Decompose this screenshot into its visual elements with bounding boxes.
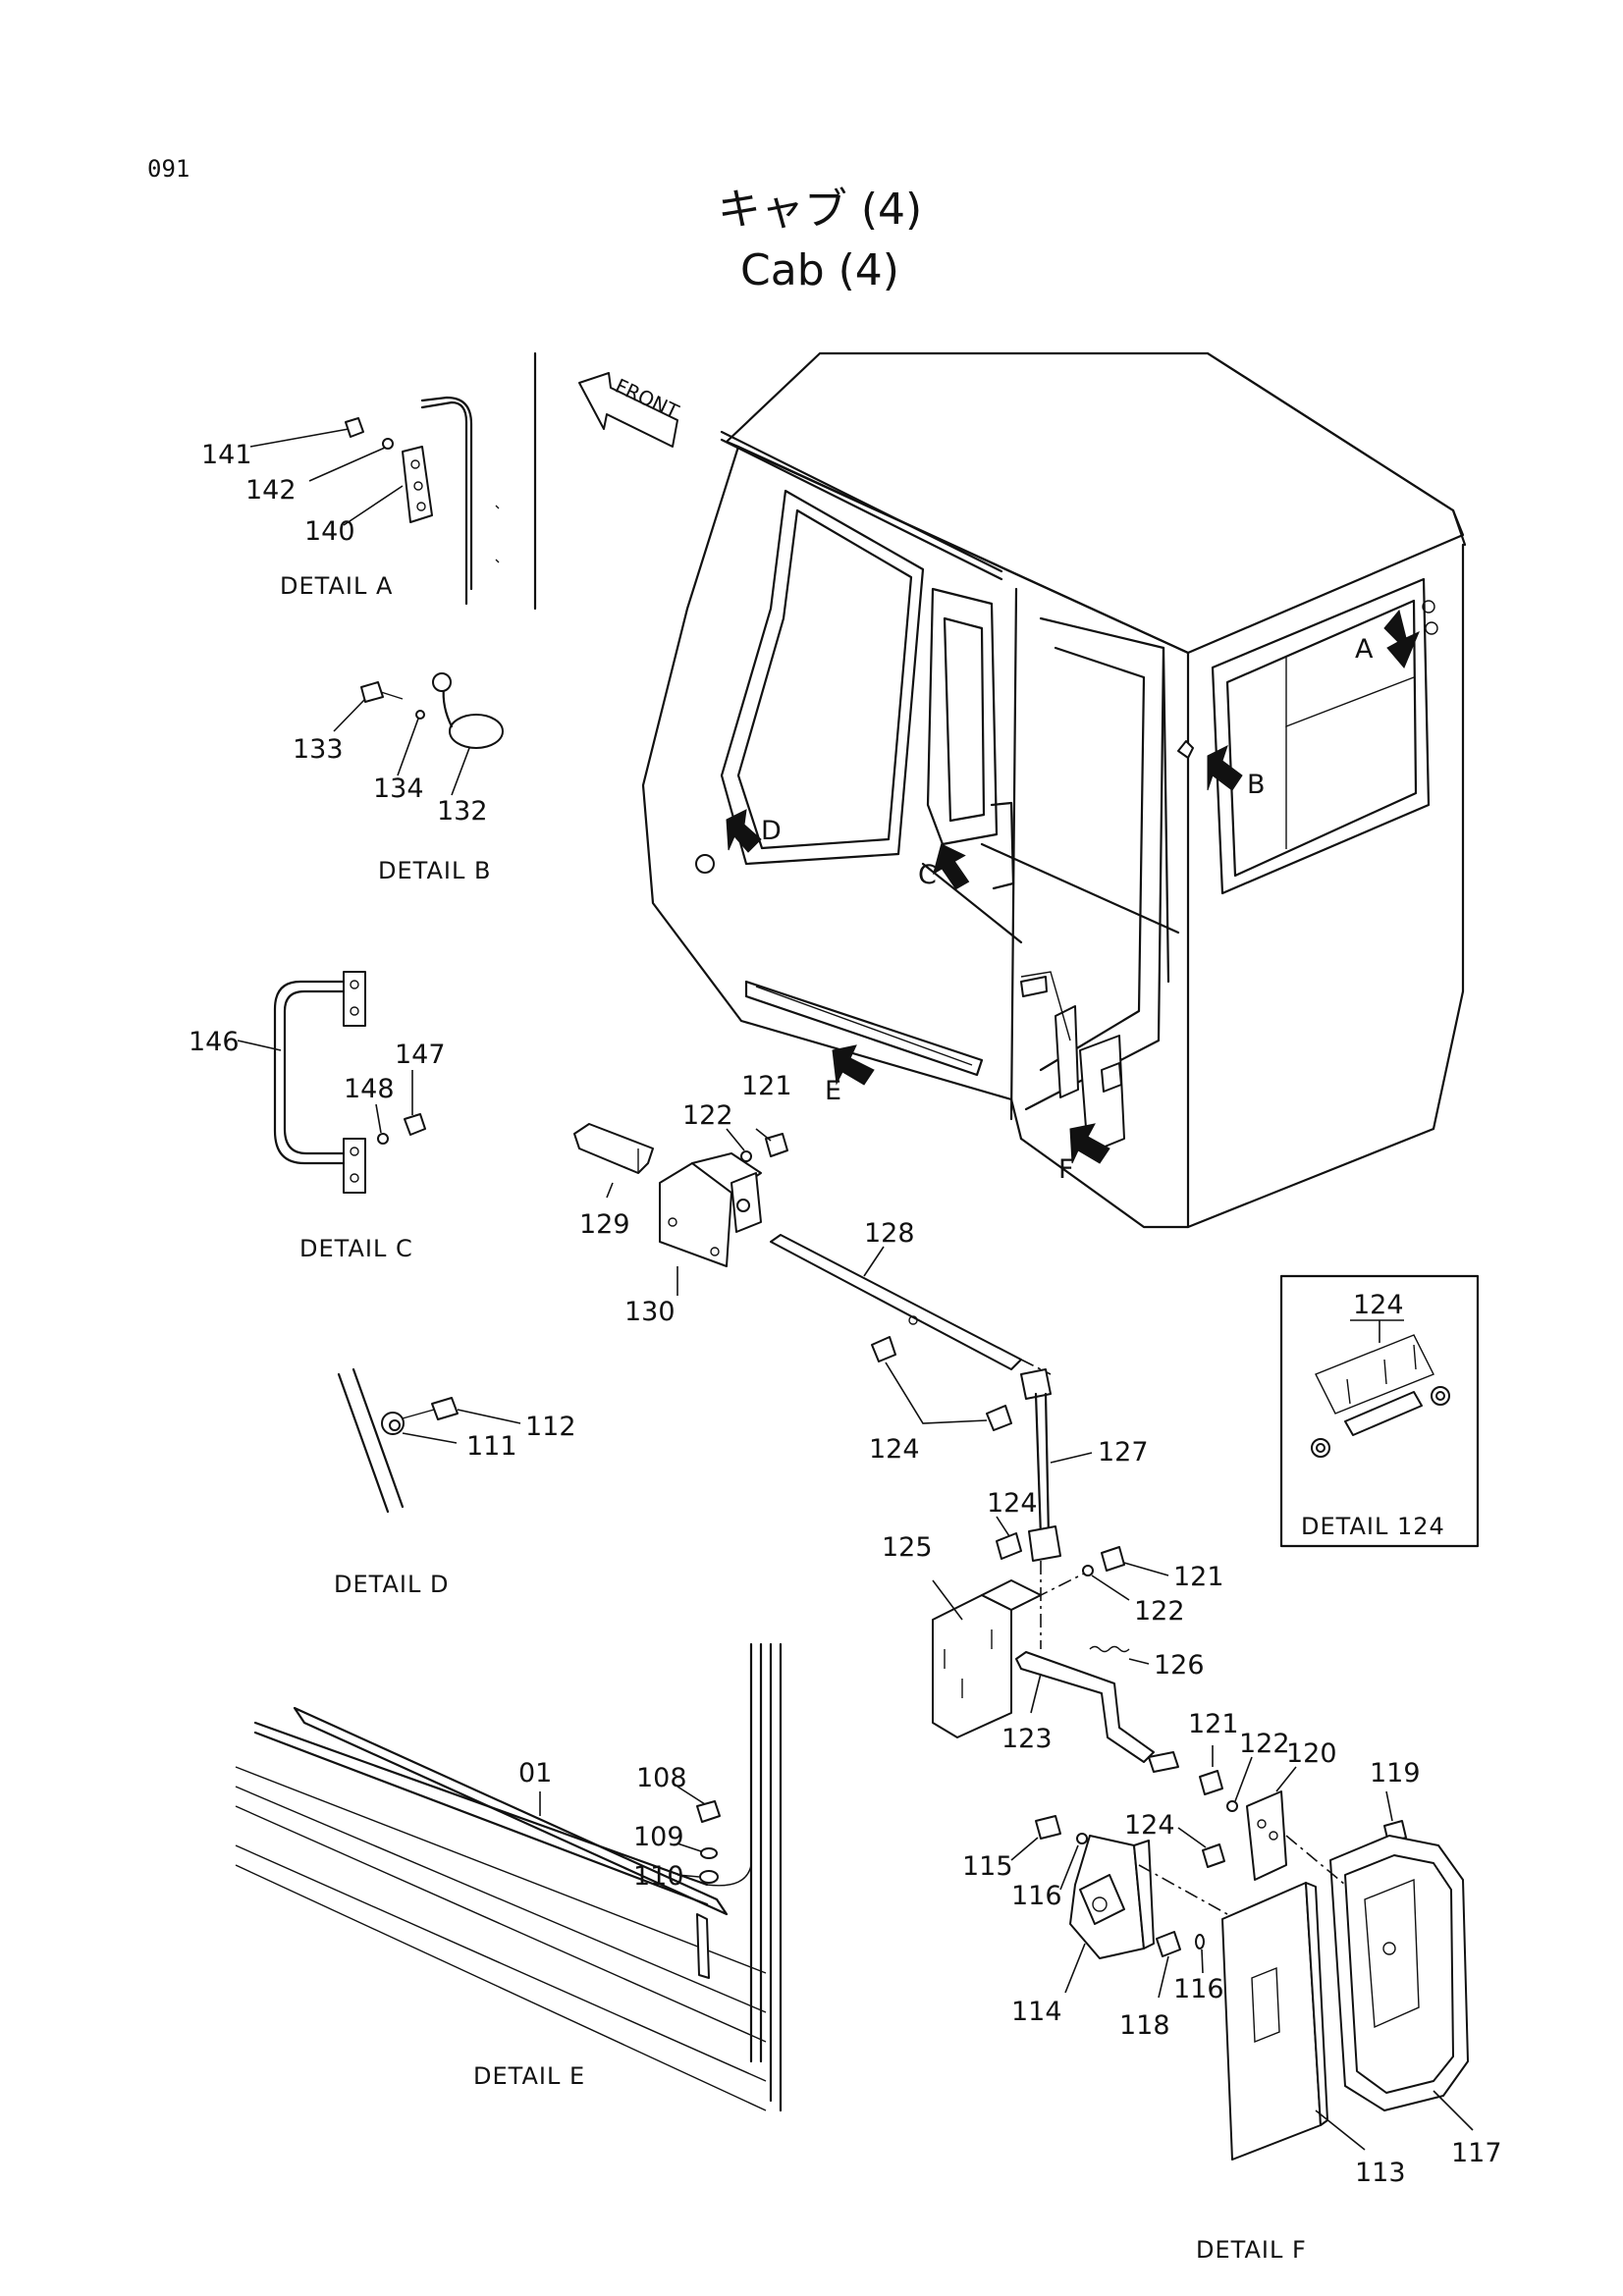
part-130: 130 (624, 1297, 676, 1327)
part-122-c: 122 (1239, 1729, 1290, 1759)
detail-c-label: DETAIL C (299, 1235, 413, 1262)
arrow-label-e: E (825, 1076, 841, 1106)
detail-b-label: DETAIL B (378, 857, 491, 884)
detail-124-label: DETAIL 124 (1301, 1513, 1445, 1540)
arrow-label-c: C (918, 860, 937, 890)
detail-e-label: DETAIL E (473, 2062, 585, 2090)
callout-arrow-b: B (1207, 745, 1266, 800)
part-142: 142 (245, 475, 297, 506)
part-121-c: 121 (1188, 1709, 1239, 1739)
part-141: 141 (201, 440, 252, 470)
part-113: 113 (1355, 2158, 1406, 2188)
detail-e: 01 108 109 110 DETAIL E (235, 1642, 783, 2112)
part-133: 133 (293, 734, 344, 765)
arrow-label-a: A (1355, 634, 1374, 665)
part-125: 125 (882, 1532, 933, 1563)
part-120: 120 (1286, 1738, 1337, 1769)
part-123: 123 (1001, 1724, 1053, 1754)
detail-f-label: DETAIL F (1196, 2236, 1307, 2264)
part-114: 114 (1011, 1997, 1062, 2027)
part-111: 111 (466, 1431, 517, 1462)
part-116-a: 116 (1011, 1881, 1062, 1911)
part-147: 147 (395, 1040, 446, 1070)
part-01: 01 (518, 1758, 552, 1789)
detail-124-box: 124 DETAIL 124 (1279, 1274, 1480, 1548)
callout-arrow-e: E (825, 1044, 875, 1106)
title-japanese: キャブ (4) (718, 185, 922, 235)
part-119: 119 (1370, 1758, 1421, 1789)
callout-arrow-d: D (726, 809, 782, 853)
part-121-a: 121 (741, 1071, 792, 1101)
cab-assembly (641, 351, 1467, 1229)
detail-a-label: DETAIL A (280, 572, 393, 600)
arrow-label-f: F (1058, 1154, 1074, 1185)
part-140: 140 (304, 516, 355, 547)
part-118: 118 (1119, 2010, 1170, 2041)
part-124-c: 124 (1124, 1810, 1175, 1841)
callout-arrow-c: C (918, 843, 970, 890)
detail-d: 112 111 DETAIL D (334, 1367, 576, 1598)
detail-c: 146 147 148 DETAIL C (189, 971, 446, 1262)
arrow-label-d: D (761, 816, 782, 846)
detail-a: 141 142 140 DETAIL A (201, 351, 537, 611)
part-127: 127 (1098, 1437, 1149, 1468)
part-116-b: 116 (1173, 1974, 1224, 2004)
part-110: 110 (633, 1861, 684, 1892)
part-115: 115 (962, 1851, 1013, 1882)
part-124-b: 124 (987, 1488, 1038, 1519)
part-108: 108 (636, 1763, 687, 1793)
part-126: 126 (1154, 1650, 1205, 1681)
part-112: 112 (525, 1412, 576, 1442)
part-146: 146 (189, 1027, 240, 1057)
part-124-a: 124 (869, 1434, 920, 1465)
part-128: 128 (864, 1218, 915, 1249)
part-132: 132 (437, 796, 488, 827)
detail-d-label: DETAIL D (334, 1571, 449, 1598)
title-english: Cab (4) (740, 245, 899, 295)
part-121-b: 121 (1173, 1562, 1224, 1592)
part-129: 129 (579, 1209, 630, 1240)
callout-arrow-a: A (1355, 609, 1420, 668)
arrow-label-b: B (1247, 770, 1266, 800)
part-109: 109 (633, 1822, 684, 1852)
detail-b: 133 134 132 DETAIL B (293, 672, 504, 884)
part-134: 134 (373, 774, 424, 804)
part-122-b: 122 (1134, 1596, 1185, 1627)
door-lock-linkage: 122 121 129 130 128 124 127 124 125 121 … (573, 1071, 1502, 2264)
page-number: 091 (147, 155, 189, 183)
front-direction-arrow: FRONT (578, 372, 683, 448)
part-124-d: 124 (1353, 1290, 1404, 1320)
part-122-a: 122 (682, 1100, 733, 1131)
part-117: 117 (1451, 2138, 1502, 2168)
callout-arrow-f: F (1058, 1123, 1110, 1185)
part-148: 148 (344, 1074, 395, 1104)
